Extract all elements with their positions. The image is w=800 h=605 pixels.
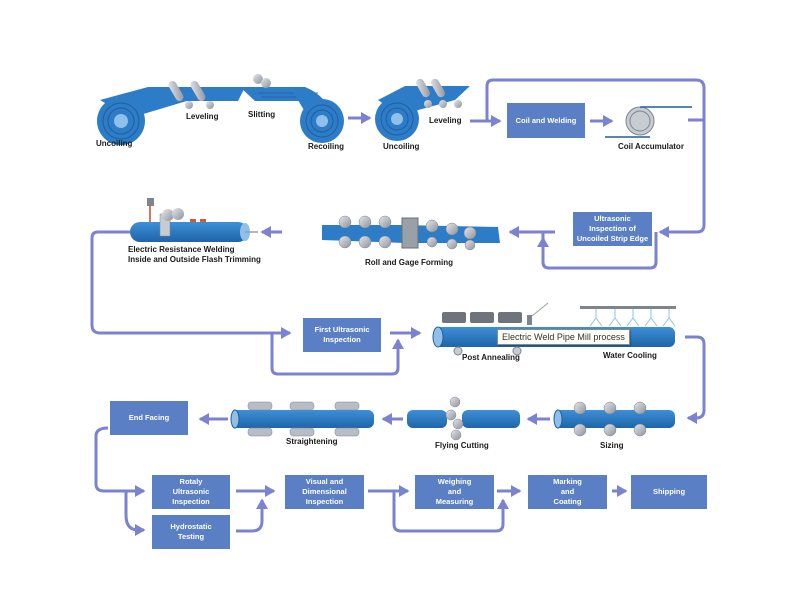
label-recoiling: Recoiling bbox=[308, 142, 345, 151]
connector bbox=[124, 491, 146, 536]
label-slitting: Slitting bbox=[248, 110, 276, 119]
box-line: Uncoiled Strip Edge bbox=[576, 234, 649, 243]
box-line: Inspection bbox=[172, 497, 210, 506]
connector-loop bbox=[470, 78, 706, 238]
connector bbox=[685, 335, 706, 424]
bypass-loop bbox=[270, 333, 404, 376]
connector bbox=[90, 230, 292, 339]
box-line: Weighing bbox=[437, 477, 472, 486]
recoiler bbox=[290, 87, 344, 143]
uncoiler-2 bbox=[375, 78, 470, 141]
box-line: Inspection of bbox=[589, 224, 636, 233]
box-line: Hydrostatic bbox=[170, 522, 212, 531]
step-coil-and-welding: Coil and Welding bbox=[507, 103, 585, 138]
box-line: First Ultrasonic bbox=[314, 325, 370, 334]
step-shipping: Shipping bbox=[631, 475, 707, 509]
label-coil-accumulator: Coil Accumulator bbox=[618, 142, 684, 151]
connector bbox=[94, 426, 146, 497]
box-line: Dimensional bbox=[302, 487, 347, 496]
coil-accumulator-icon bbox=[605, 106, 692, 138]
step-ultrasonic-strip-edge: Ultrasonic Inspection of Uncoiled Strip … bbox=[573, 212, 652, 246]
step-end-facing: End Facing bbox=[110, 401, 188, 435]
label-straightening: Straightening bbox=[286, 437, 338, 446]
label-flying-cutting: Flying Cutting bbox=[435, 441, 489, 450]
box-line: and bbox=[560, 487, 575, 496]
box-line: Ultrasonic bbox=[594, 214, 631, 223]
box-line: Ultrasonic bbox=[172, 487, 210, 496]
box-line: Visual and bbox=[305, 477, 344, 486]
tooltip: Electric Weld Pipe Mill process bbox=[497, 329, 630, 345]
box-line: Rotaly bbox=[179, 477, 203, 486]
bypass-loop bbox=[392, 491, 509, 533]
step-first-ultrasonic: First Ultrasonic Inspection bbox=[303, 318, 381, 352]
label-water-cooling: Water Cooling bbox=[603, 351, 657, 360]
straightening-icon bbox=[230, 401, 374, 437]
sizing-icon bbox=[553, 401, 675, 437]
roll-forming-icon bbox=[322, 215, 500, 251]
box-line: Inspection bbox=[323, 335, 361, 344]
label-roll-gage-forming: Roll and Gage Forming bbox=[365, 258, 454, 267]
box-line: Coating bbox=[553, 497, 582, 506]
step-visual-dimensional: Visual and Dimensional Inspection bbox=[285, 475, 364, 509]
step-weighing-measuring: Weighing and Measuring bbox=[415, 475, 494, 509]
step-marking-coating: Marking and Coating bbox=[528, 475, 607, 509]
step-rotary-ultrasonic: Rotaly Ultrasonic Inspection bbox=[152, 475, 230, 509]
label-sizing: Sizing bbox=[600, 441, 624, 450]
label-line: Electric Resistance Welding bbox=[128, 245, 235, 254]
label-post-annealing: Post Annealing bbox=[462, 353, 520, 362]
box-line: Measuring bbox=[435, 497, 474, 506]
label-erw: Electric Resistance Welding Inside and O… bbox=[128, 245, 261, 265]
erw-welder-icon bbox=[130, 198, 258, 242]
connector bbox=[236, 498, 268, 533]
flying-cutting-icon bbox=[407, 396, 520, 441]
label-uncoiling-2: Uncoiling bbox=[383, 142, 420, 151]
bypass-loop bbox=[541, 232, 658, 270]
box-line: and bbox=[447, 487, 462, 496]
label-leveling-2: Leveling bbox=[429, 116, 462, 125]
label-uncoiling-1: Uncoiling bbox=[96, 139, 133, 148]
step-hydrostatic-testing: Hydrostatic Testing bbox=[152, 515, 230, 549]
box-line: Inspection bbox=[305, 497, 344, 506]
box-line: Marking bbox=[553, 477, 582, 486]
label-leveling-1: Leveling bbox=[186, 112, 219, 121]
leveler-1 bbox=[150, 80, 245, 109]
box-line: Testing bbox=[177, 532, 205, 541]
label-line: Inside and Outside Flash Trimming bbox=[128, 255, 261, 264]
